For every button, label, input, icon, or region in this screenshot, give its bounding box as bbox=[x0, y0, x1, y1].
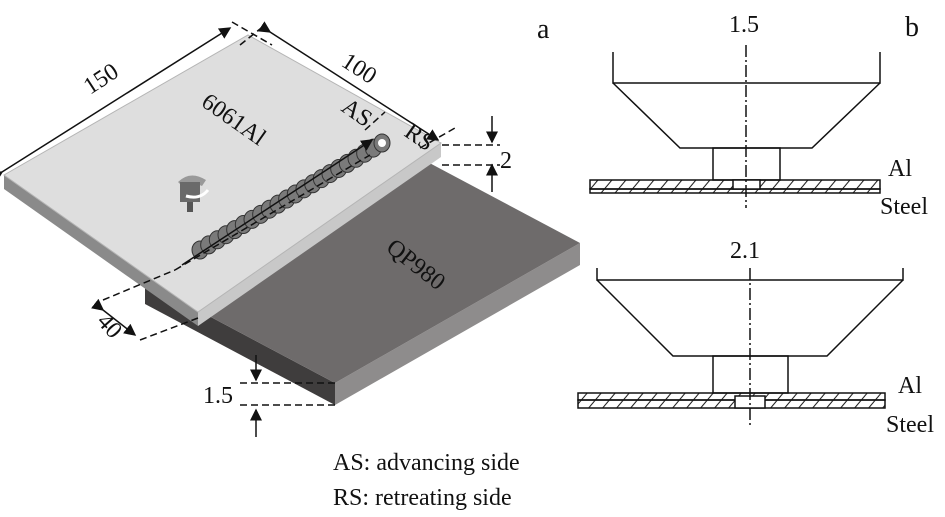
panel-b-label: b bbox=[905, 12, 919, 43]
tool-profile-1 bbox=[589, 45, 881, 208]
tool-profile-2 bbox=[577, 268, 904, 425]
panel-a-label: a bbox=[537, 14, 550, 45]
dim-overlap-label: 40 bbox=[92, 309, 127, 344]
legend-as: AS: advancing side bbox=[333, 450, 520, 476]
tool-1-steel-label: Steel bbox=[880, 194, 928, 220]
dim-length-label: 150 bbox=[79, 59, 123, 100]
tool-exit-hole bbox=[378, 139, 386, 147]
dim-steel-thickness-label: 1.5 bbox=[203, 383, 233, 409]
dim-al-thickness-label: 2 bbox=[500, 148, 512, 174]
dimension-lines bbox=[0, 21, 500, 437]
tool-2-al-label: Al bbox=[898, 373, 922, 399]
tool-1-al-label: Al bbox=[888, 156, 912, 182]
tool-1-pin-length: 1.5 bbox=[729, 12, 759, 38]
dim-width-label: 100 bbox=[337, 48, 381, 89]
legend-rs: RS: retreating side bbox=[333, 485, 512, 511]
tool-2-steel-label: Steel bbox=[886, 412, 934, 438]
tool-2-pin-length: 2.1 bbox=[730, 238, 760, 264]
